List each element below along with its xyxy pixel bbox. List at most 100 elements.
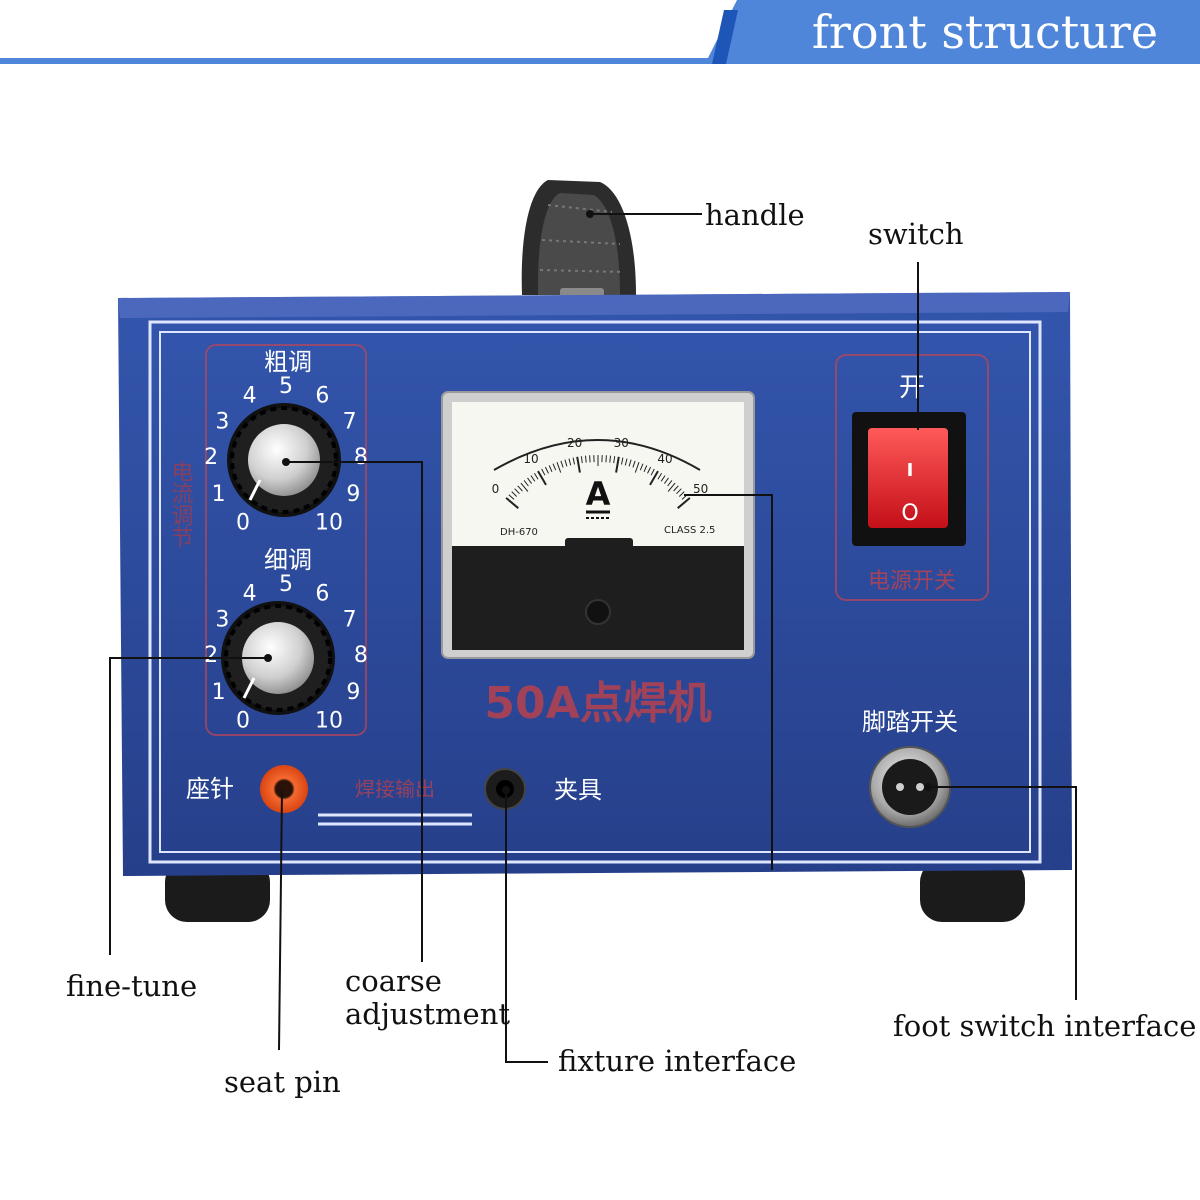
meter-tick [667,482,676,492]
meter-tick [505,497,519,509]
meter-tick [649,470,659,486]
right-foot [920,860,1025,922]
panel-outer-frame [148,320,1042,864]
meter-scale-number: 40 [657,452,672,466]
meter-scale-number: 0 [492,482,500,496]
meter-tick [677,497,691,509]
dial-number: 2 [204,643,218,668]
meter-tick [628,459,632,467]
label-switch: switch [868,217,964,251]
meter-tick [572,457,575,465]
callout-leader-lines [109,213,1077,1063]
dial-number: 7 [343,607,357,632]
side-text: 电流调节 [168,460,194,548]
switch-caption: 电源开关 [868,569,956,594]
meter-tick [568,458,572,466]
switch-mark-off: O [901,501,918,526]
leader-fixture [505,790,548,1063]
meter-tick [576,456,581,473]
dial-number: 6 [315,581,329,606]
meter-tick [508,494,515,500]
meter-tick [673,485,679,492]
fine-knob[interactable] [221,601,335,715]
meter-tick [544,466,549,474]
meter-tick [647,466,652,474]
meter-tick [678,491,685,497]
seat-pin-socket[interactable] [260,765,308,813]
leader-meter [684,494,773,870]
power-switch[interactable]: I O [852,412,966,546]
product-name: 50A点焊机 [484,678,711,729]
leader-fine-tune [109,657,268,955]
meter-tick [657,472,663,480]
meter-model: DH-670 [500,527,538,538]
meter-tick [514,488,520,495]
meter-tick [613,456,616,464]
seat-pin-text: 座针 [186,775,234,803]
page-title: front structure [811,5,1159,59]
meter-scale-numbers: 0 10 20 30 40 50 [492,436,709,496]
dial-number: 7 [343,409,357,434]
switch-frame [835,354,989,601]
meter-tick [548,465,553,473]
meter-tick [564,459,568,467]
meter-scale-number: 50 [693,482,708,496]
label-foot-switch-interface: foot switch interface [893,1009,1197,1043]
meter-tick [639,463,644,471]
meter-unit: A [586,475,611,513]
meter-tick [643,465,648,473]
dial-number: 6 [315,383,329,408]
switch-on-label: 开 [899,373,925,403]
foot-switch-title: 脚踏开关 [862,708,958,736]
meter-tick [676,488,682,495]
meter-tick [589,455,591,463]
callout-dots [264,210,932,794]
meter-tick [552,463,557,471]
meter-tick [523,480,529,487]
meter-tick [585,455,587,463]
meter-scale-number: 10 [523,452,538,466]
meter-tick [520,482,529,492]
meter-scale-number: 20 [567,436,582,450]
foot-switch-connector[interactable] [869,746,951,828]
dial-number: 1 [212,680,226,705]
fine-title: 细调 [264,546,312,574]
meter-tick [533,472,539,480]
dial-number: 5 [279,572,293,597]
meter-scale-number: 30 [614,436,629,450]
dial-number: 10 [315,510,343,535]
dial-number: 0 [236,510,250,535]
meter-tick [632,460,636,468]
meter-tick [537,470,547,486]
label-coarse-line1: coarse [345,964,442,998]
dial-number: 8 [354,643,368,668]
label-seat-pin: seat pin [224,1065,341,1099]
header-rule [0,58,1200,64]
meter-tick [517,485,523,492]
current-adjust-frame [205,344,367,736]
label-coarse-line2: adjustment [345,997,511,1031]
meter-tick [621,457,624,465]
leader-coarse [286,461,423,962]
meter-tick [650,468,655,476]
meter-tick [530,475,536,482]
meter-tick [605,455,607,463]
label-fixture-interface: fixture interface [558,1044,797,1078]
dial-number: 4 [243,383,257,408]
header-band [705,0,1200,64]
label-fine-tune: fine-tune [66,969,198,1003]
meter-tick [541,468,546,476]
dial-number: 3 [215,409,229,434]
dial-number: 5 [279,374,293,399]
dial-number: 9 [346,680,360,705]
dial-number: 10 [315,708,343,733]
meter-tick [663,477,669,484]
panel-inner-frame [159,331,1031,853]
dial-number: 0 [236,708,250,733]
meter-tick [511,491,518,497]
